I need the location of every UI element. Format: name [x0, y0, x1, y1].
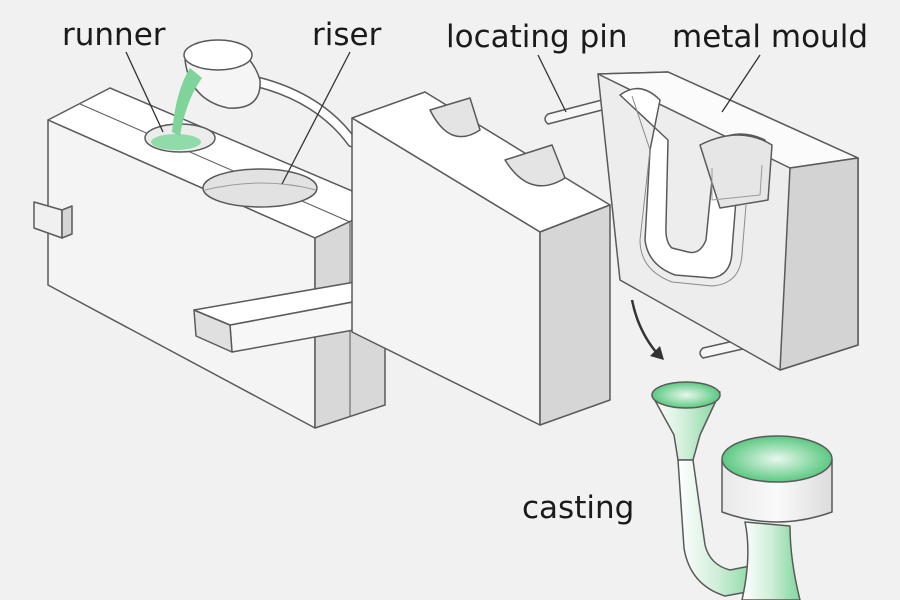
casting: [651, 381, 833, 600]
curved-arrow-icon: [630, 299, 664, 360]
label-runner: runner: [62, 17, 166, 53]
label-riser: riser: [312, 17, 382, 53]
label-casting: casting: [522, 490, 635, 526]
mould-half-open: [351, 91, 611, 426]
label-locating-pin: locating pin: [446, 19, 628, 55]
label-metal-mould: metal mould: [672, 19, 868, 55]
metal-mould: [597, 71, 859, 371]
locating-pin-top: [544, 99, 606, 125]
